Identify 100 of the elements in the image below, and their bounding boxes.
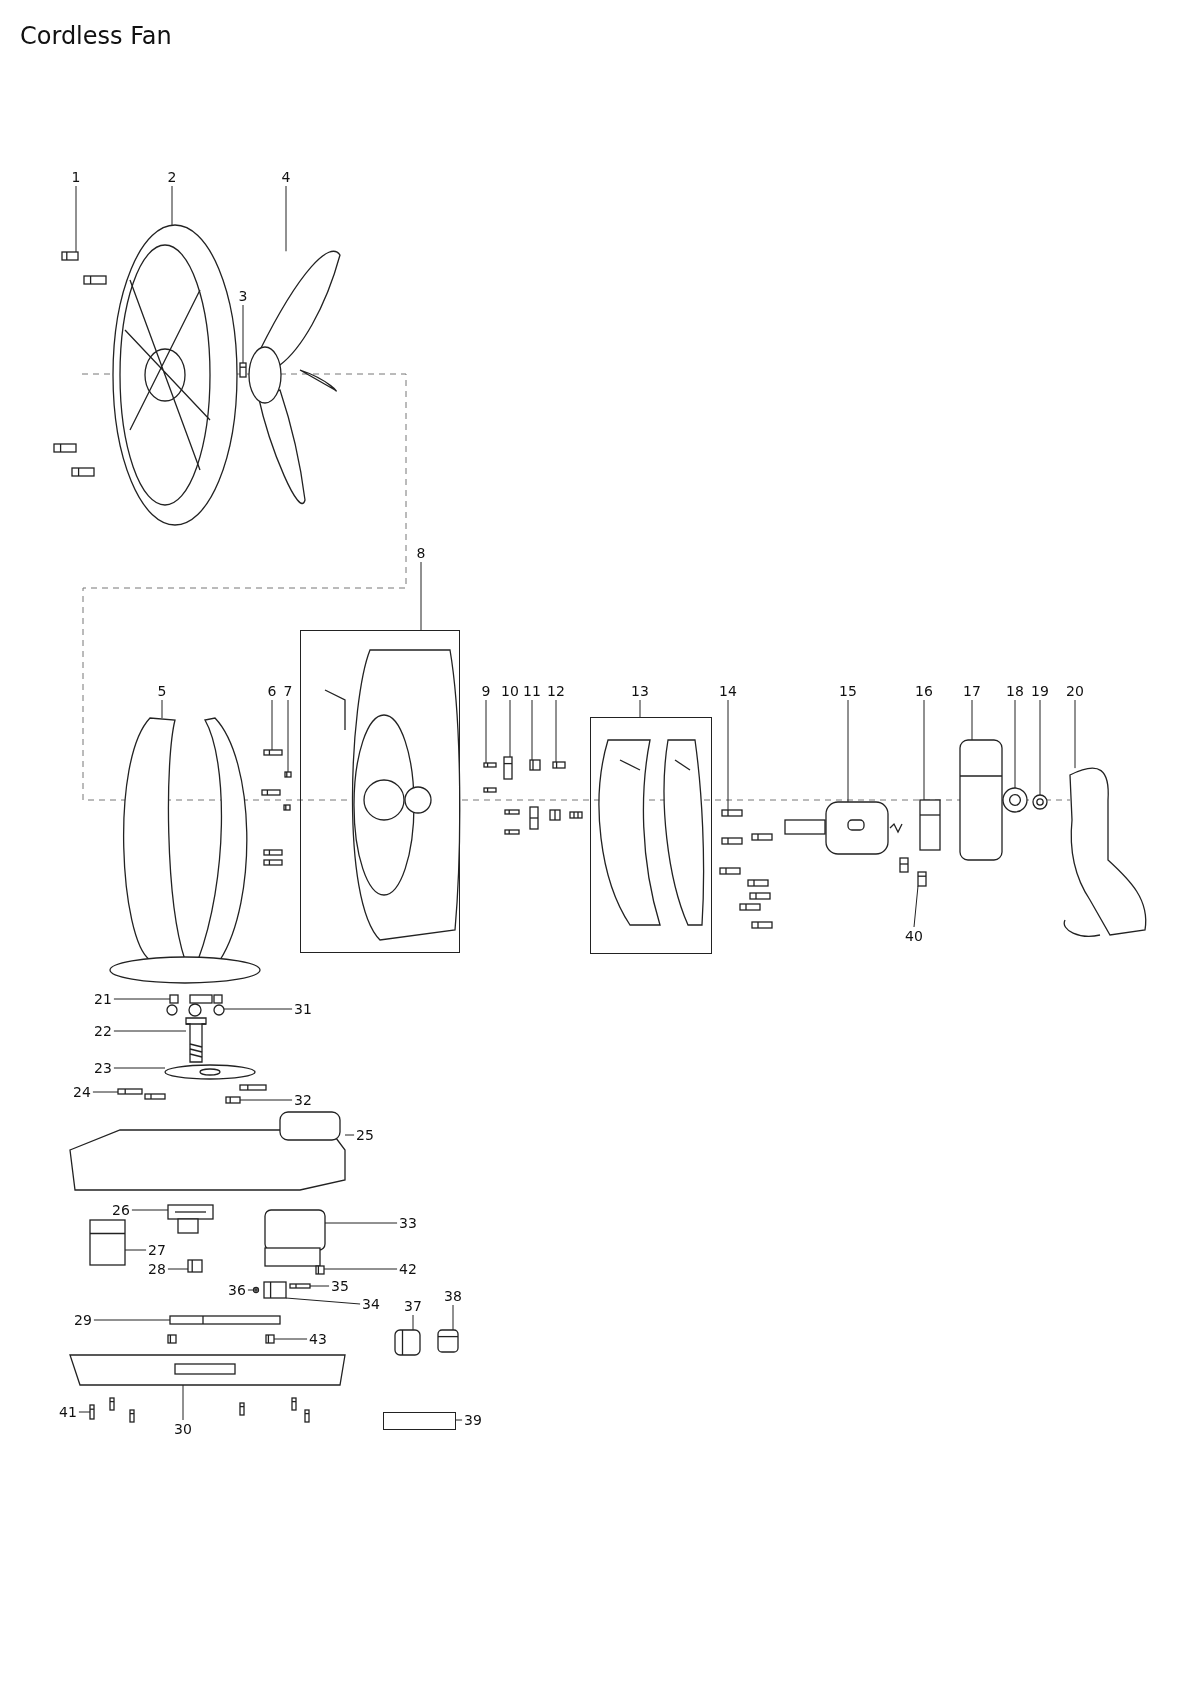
fan-guard-drawing [112, 224, 238, 526]
assembly-frame [300, 630, 460, 953]
title: Cordless Fan [20, 22, 172, 50]
foot-drawing [117, 1088, 143, 1095]
screw-drawing [721, 809, 743, 817]
spring-drawing [552, 761, 566, 769]
callout-number: 36 [228, 1282, 246, 1298]
callout-number: 23 [94, 1060, 112, 1076]
leader-line [971, 699, 973, 741]
leader-line [93, 1319, 171, 1321]
leader-line [1039, 699, 1041, 796]
leader-line [242, 304, 244, 364]
callout-number: 43 [309, 1331, 327, 1347]
callout-number: 3 [238, 288, 248, 304]
motor-drawing [784, 801, 903, 855]
callout-number: 30 [174, 1421, 192, 1437]
leader-line [131, 1209, 169, 1211]
shaft-drawing [185, 1017, 207, 1063]
knob-drawing [437, 1329, 459, 1353]
callout-number: 11 [523, 683, 541, 699]
switch-drawing [263, 1281, 287, 1299]
leader-line [171, 185, 173, 226]
callout-number: 15 [839, 683, 857, 699]
leader-line [555, 699, 557, 763]
callout-number: 42 [399, 1261, 417, 1277]
screw-drawing [61, 251, 79, 261]
leader-line [75, 185, 77, 253]
callout-number: 41 [59, 1404, 77, 1420]
leader-line [420, 561, 422, 631]
label-plate [383, 1412, 456, 1430]
screw-drawing [265, 1334, 275, 1344]
leader-line [182, 1384, 184, 1421]
circuit-board-drawing [919, 799, 941, 851]
lower-case-drawing [69, 1354, 346, 1386]
callout-number: 18 [1006, 683, 1024, 699]
callout-number: 39 [464, 1412, 482, 1428]
callout-number: 32 [294, 1092, 312, 1108]
bracket-drawing [503, 756, 513, 780]
switch-box-drawing [264, 1209, 326, 1267]
fan-blade-drawing [248, 250, 341, 504]
leader-line [223, 1008, 293, 1010]
leader-line [167, 1268, 189, 1270]
leader-line [485, 699, 487, 764]
leader-line [161, 699, 163, 719]
nut-drawing [529, 759, 541, 771]
nut-drawing [1032, 794, 1048, 810]
washer-drawing [166, 1003, 225, 1017]
callout-number: 10 [501, 683, 519, 699]
leader-line [509, 699, 511, 758]
callout-number: 14 [719, 683, 737, 699]
plate-drawing [164, 1064, 256, 1080]
leader-line [113, 998, 171, 1000]
handle-drawing [1063, 767, 1147, 937]
leader-line [1014, 699, 1016, 789]
screw-drawing [483, 762, 497, 768]
leader-line [847, 699, 849, 803]
callout-number: 22 [94, 1023, 112, 1039]
callout-number: 40 [905, 928, 923, 944]
leader-line [1074, 699, 1076, 769]
gasket-drawing [169, 1315, 281, 1325]
leader-line [271, 699, 273, 751]
callout-number: 28 [148, 1261, 166, 1277]
callout-number: 16 [915, 683, 933, 699]
leader-line [639, 699, 641, 718]
callout-number: 29 [74, 1312, 92, 1328]
leader-line [344, 1134, 355, 1136]
ball-drawing [252, 1286, 260, 1294]
callout-number: 8 [416, 545, 426, 561]
leader-line [309, 1285, 330, 1287]
leader-line [452, 1304, 454, 1331]
leader-line [113, 1067, 166, 1069]
leader-line [531, 699, 533, 761]
bracket-drawing [167, 1204, 214, 1234]
callout-number: 27 [148, 1242, 166, 1258]
leader-line [285, 1297, 361, 1305]
leader-line [285, 185, 287, 252]
leader-line [78, 1411, 91, 1413]
callout-number: 25 [356, 1127, 374, 1143]
callout-number: 38 [444, 1288, 462, 1304]
leader-line [124, 1249, 147, 1251]
leader-line [287, 699, 289, 773]
assembly-frame [590, 717, 712, 954]
fan-stand-drawing [109, 717, 261, 984]
callout-number: 17 [963, 683, 981, 699]
callout-number: 35 [331, 1278, 349, 1294]
screw-drawing [263, 749, 283, 756]
callout-number: 12 [547, 683, 565, 699]
callout-number: 19 [1031, 683, 1049, 699]
terminal-drawing [917, 871, 927, 887]
base-housing-drawing [69, 1111, 346, 1191]
callout-number: 4 [281, 169, 291, 185]
callout-number: 34 [362, 1296, 380, 1312]
screw-drawing [239, 362, 247, 378]
callout-number: 24 [73, 1084, 91, 1100]
callout-number: 37 [404, 1298, 422, 1314]
leader-line [92, 1091, 119, 1093]
ring-drawing [1002, 787, 1028, 813]
callout-number: 13 [631, 683, 649, 699]
leader-line [727, 699, 729, 811]
callout-number: 6 [267, 683, 277, 699]
